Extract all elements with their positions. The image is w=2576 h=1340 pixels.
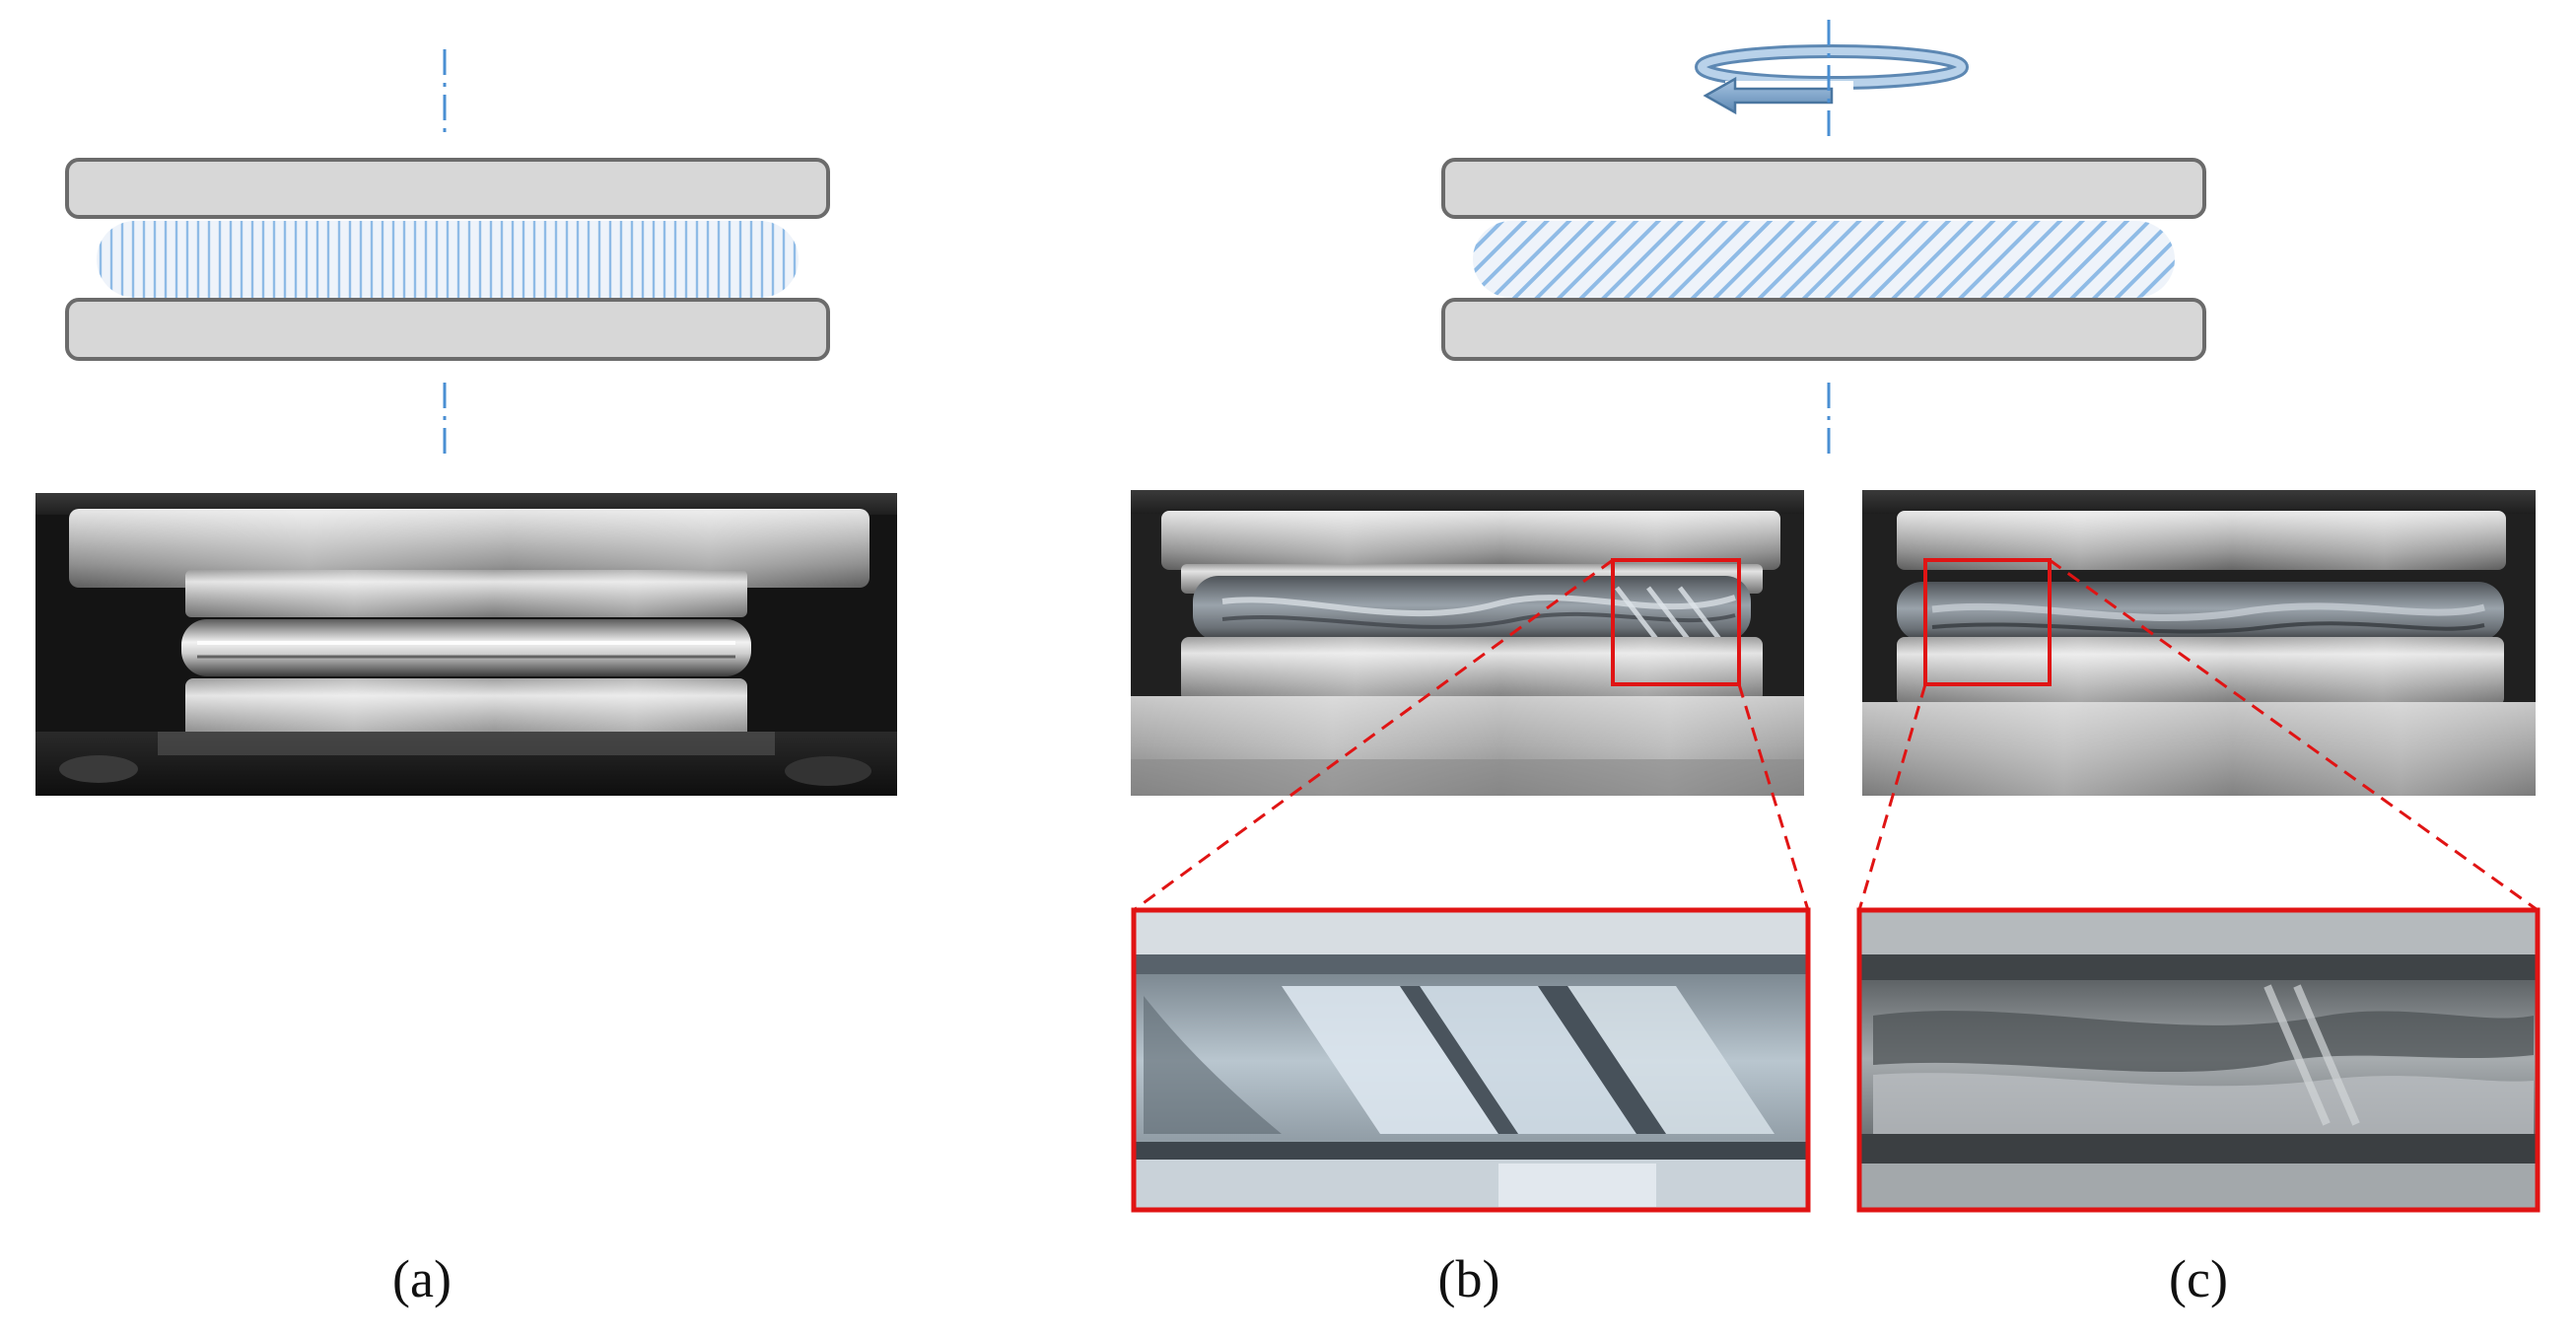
panel-a-caption: (a) xyxy=(392,1249,452,1308)
lower-plate xyxy=(1441,298,2206,361)
lower-plate xyxy=(65,298,830,361)
panel-b-caption: (b) xyxy=(1437,1249,1500,1308)
upper-plate xyxy=(65,158,830,219)
zoom-region-marker xyxy=(1611,558,1741,686)
specimen-layer xyxy=(1473,221,2175,298)
specimen-layer xyxy=(97,221,799,298)
panel-a-photo xyxy=(35,493,897,796)
panel-c-photo xyxy=(1862,490,2536,796)
zoom-region-marker xyxy=(1923,558,2052,686)
panel-c-caption: (c) xyxy=(2169,1249,2228,1308)
panel-b-zoom xyxy=(1131,907,1811,1213)
panel-c-zoom xyxy=(1856,907,2541,1213)
panel-b-schematic xyxy=(1441,20,2206,461)
panel-b-photo xyxy=(1131,490,1804,796)
zoom-callout-lines xyxy=(1133,558,2539,912)
upper-plate xyxy=(1441,158,2206,219)
rotation-arrow-icon xyxy=(1695,44,1969,115)
panel-a-schematic xyxy=(65,49,830,461)
